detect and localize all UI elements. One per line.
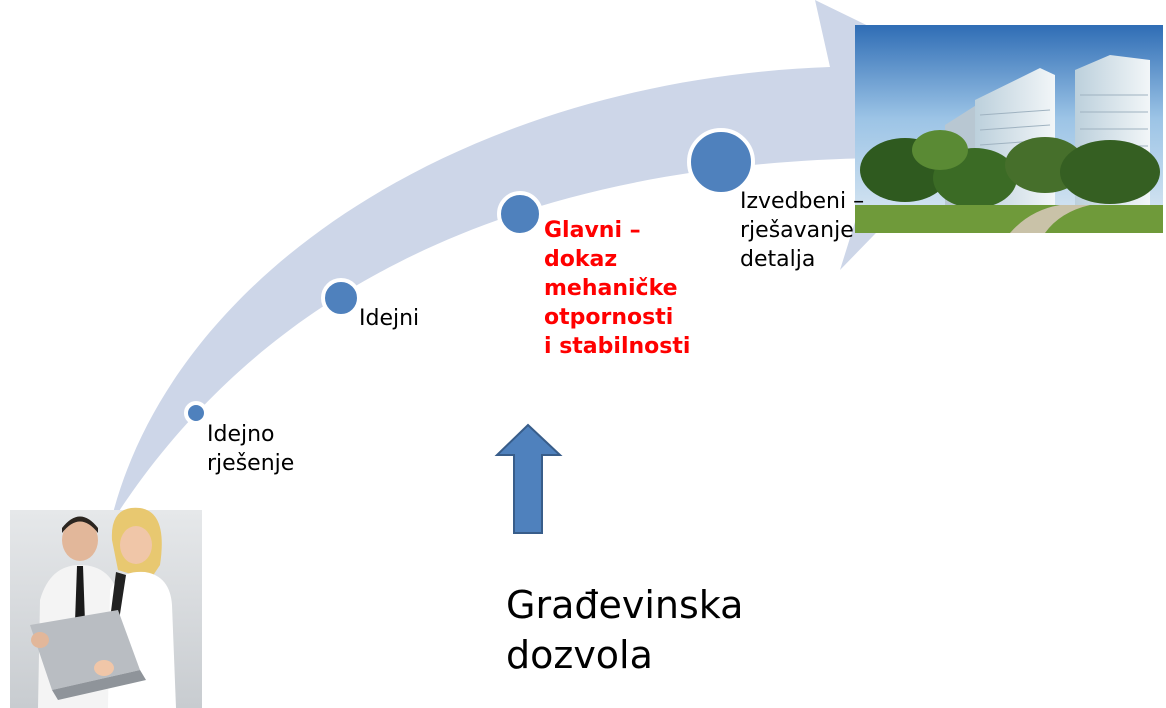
process-arrow <box>110 0 1010 525</box>
stage-label-idejno-rjesenje: Idejno rješenje <box>207 422 295 476</box>
stage-label-glavni: Glavni – dokaz mehaničke otpornosti i st… <box>544 218 691 359</box>
stage-marker-idejno-rjesenje <box>184 401 208 425</box>
permit-label: Građevinska dozvola <box>506 583 744 677</box>
end-photo <box>855 25 1163 233</box>
stage-marker-idejni <box>321 278 361 318</box>
stage-label-izvedbeni: Izvedbeni – rješavanje detalja <box>740 189 865 272</box>
permit-up-arrow <box>494 423 563 534</box>
start-photo <box>10 507 202 708</box>
stage-marker-izvedbeni <box>687 128 755 196</box>
stage-marker-glavni <box>497 191 543 237</box>
stage-label-idejni: Idejni <box>359 306 420 331</box>
